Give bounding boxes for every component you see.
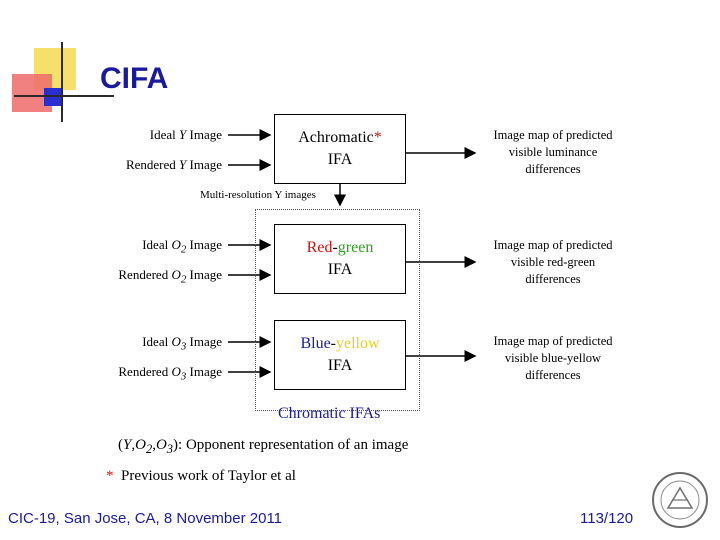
chromatic-group-border <box>255 209 420 411</box>
achromatic-star: * <box>373 129 382 146</box>
label-ideal-o3: Ideal O3 Image <box>142 334 222 353</box>
achromatic-ifa-label: IFA <box>327 151 353 168</box>
logo-blue-square <box>44 88 62 106</box>
label-rendered-y: Rendered Y Image <box>125 157 222 172</box>
chromatic-ifas-label: Chromatic IFAs <box>278 405 381 422</box>
previous-work-note: * Previous work of Taylor et al <box>106 468 296 484</box>
university-seal-icon <box>652 472 708 528</box>
blueyellow-ifa-box: Blue-yellow IFA <box>274 320 406 390</box>
logo-vertical-line <box>61 42 63 122</box>
label-ideal-o2: Ideal O2 Image <box>142 237 222 256</box>
yellow-text: yellow <box>336 335 380 352</box>
slide-title: CIFA <box>100 62 169 95</box>
red-text: Red <box>306 239 333 256</box>
label-ideal-y: Ideal Y Image <box>149 127 222 142</box>
page-number: 113/120 <box>580 510 634 527</box>
redgreen-ifa-box: Red-green IFA <box>274 224 406 294</box>
multires-label: Multi-resolution Y images <box>200 189 316 201</box>
logo-horizontal-line <box>14 95 114 97</box>
blueyellow-ifa-label: IFA <box>327 357 353 374</box>
achromatic-ifa-box: Achromatic* IFA <box>274 114 406 184</box>
opponent-note: (Y,O2,O3): Opponent representation of an… <box>118 437 409 456</box>
blue-text: Blue <box>300 335 331 352</box>
footer-text: CIC-19, San Jose, CA, 8 November 2011 <box>8 510 283 527</box>
label-rendered-o2: Rendered O2 Image <box>118 267 222 286</box>
achromatic-label: Achromatic <box>298 129 374 146</box>
label-rendered-o3: Rendered O3 Image <box>118 364 222 383</box>
green-text: green <box>337 239 374 256</box>
redgreen-ifa-label: IFA <box>327 261 353 278</box>
